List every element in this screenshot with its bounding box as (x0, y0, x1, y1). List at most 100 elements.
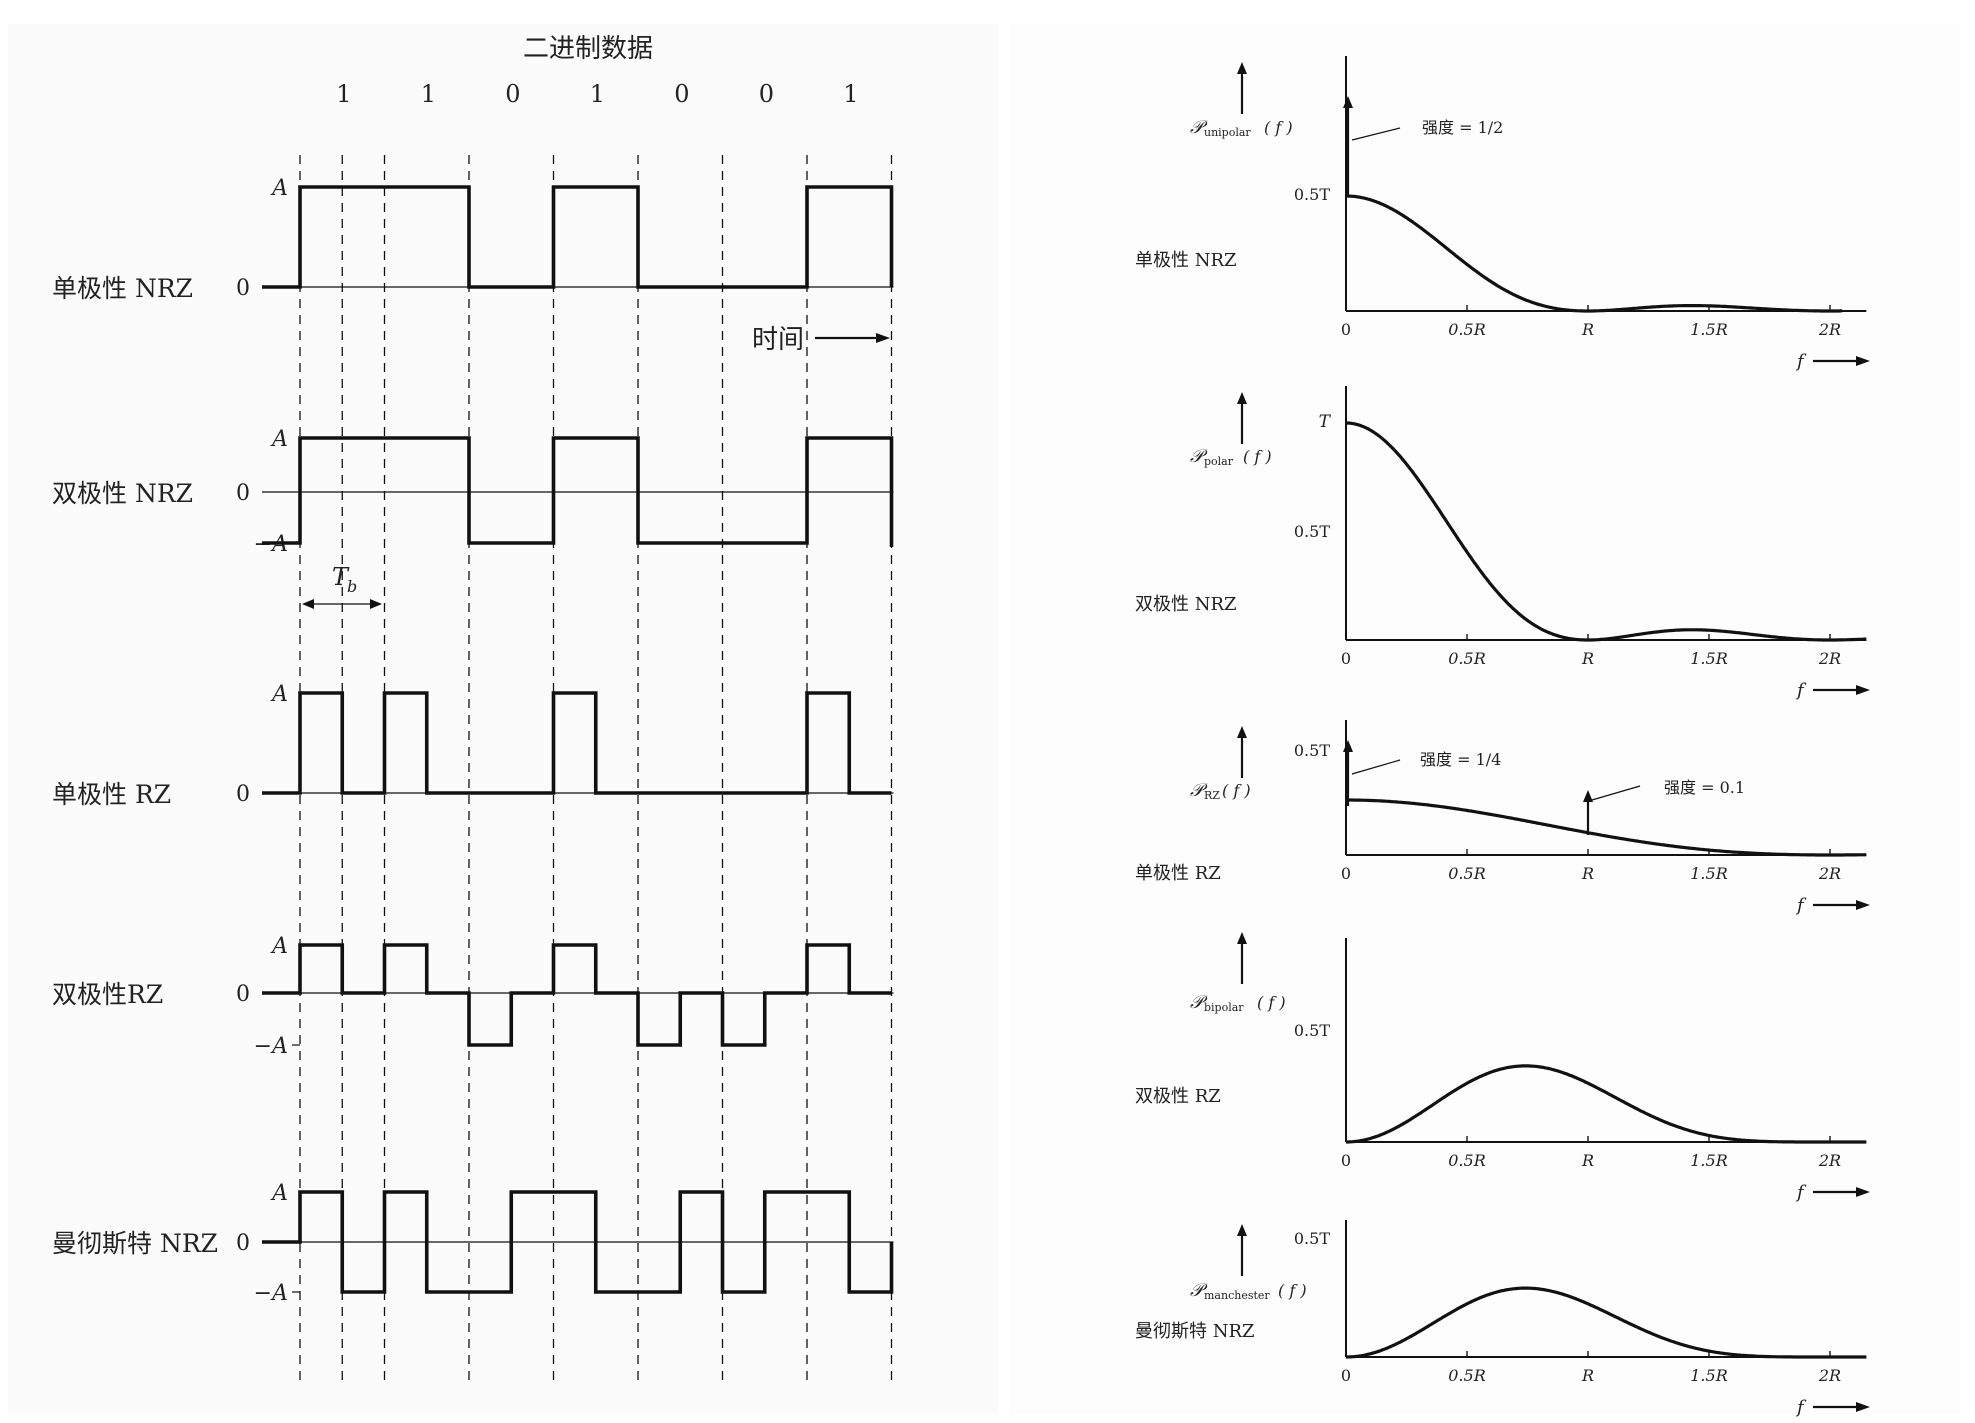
level-label-A: A (270, 427, 288, 452)
level-label-A: A (270, 934, 288, 959)
psd-up-arrow-head (1237, 1224, 1247, 1236)
f-label: f (1795, 351, 1807, 372)
waveform-unipolar-nrz (262, 185, 894, 289)
freq-tick-label: R (1581, 864, 1594, 883)
psd-ylabel-sub: unipolar (1204, 126, 1251, 139)
tb-arrow-right (370, 599, 382, 609)
level-label-zero: 0 (236, 481, 250, 506)
psd-panel-label: 单极性 NRZ (1135, 250, 1237, 271)
psd-ylabel-arg: ( f ) (1222, 781, 1251, 800)
waveform-label: 单极性 NRZ (52, 274, 193, 303)
waveform-polar-nrz (262, 436, 894, 547)
psd-ylabel-sub: RZ (1204, 789, 1220, 802)
impulse-leader-3a (1351, 759, 1401, 775)
psd-up-arrow-head (1237, 726, 1247, 738)
freq-tick-label: 2R (1818, 1366, 1841, 1385)
freq-tick-label: R (1581, 1151, 1594, 1170)
level-label-A: A (270, 682, 288, 707)
level-label-zero: 0 (236, 276, 250, 301)
f-arrow-head (1856, 900, 1870, 910)
freq-tick-label: 0.5R (1448, 649, 1486, 668)
bit-label: 1 (421, 80, 436, 108)
freq-tick-label: R (1581, 649, 1594, 668)
impulse-leader-1 (1351, 127, 1401, 141)
psd-panel-label: 双极性 NRZ (1135, 594, 1237, 615)
psd-ylabel-arg: ( f ) (1257, 993, 1286, 1012)
psd-ylabel-arg: ( f ) (1264, 118, 1293, 137)
freq-tick-label: 0.5R (1448, 1151, 1486, 1170)
psd-ylabel-sub: bipolar (1204, 1001, 1244, 1014)
level-label-A: A (270, 1181, 288, 1206)
freq-tick-label: 1.5R (1690, 864, 1728, 883)
freq-tick-label: 0 (1341, 864, 1351, 883)
level-label-A: A (270, 176, 288, 201)
psd-ylabel-sub: polar (1204, 455, 1234, 468)
tb-sub: b (347, 577, 357, 596)
f-arrow-head (1856, 685, 1870, 695)
psd-curve (1346, 798, 1867, 857)
psd-value-label: 0.5T (1294, 185, 1330, 204)
freq-tick-label: R (1581, 1366, 1594, 1385)
psd-value-label: 0.5T (1294, 741, 1330, 760)
freq-tick-label: R (1581, 320, 1594, 339)
psd-up-arrow-head (1237, 932, 1247, 944)
psd-curve (1346, 421, 1867, 642)
f-label: f (1795, 895, 1807, 916)
time-arrow-head (876, 333, 890, 343)
psd-ylabel-arg: ( f ) (1278, 1281, 1307, 1300)
waveform-label: 单极性 RZ (52, 780, 171, 809)
waveform-manchester (262, 1190, 894, 1294)
freq-tick-label: 0.5R (1448, 1366, 1486, 1385)
impulse-label: 强度 = 1/2 (1422, 118, 1503, 137)
tb-arrow-left (302, 599, 314, 609)
tb-label: T (332, 563, 350, 591)
impulse-dc-1-head (1343, 96, 1353, 108)
waveform-label: 双极性 NRZ (52, 479, 193, 508)
psd-panel-label: 曼彻斯特 NRZ (1135, 1321, 1255, 1342)
freq-tick-label: 2R (1818, 649, 1841, 668)
freq-tick-label: 1.5R (1690, 320, 1728, 339)
f-label: f (1795, 1182, 1807, 1203)
bit-label: 1 (336, 80, 351, 108)
bit-label: 1 (590, 80, 605, 108)
psd-up-arrow-head (1237, 62, 1247, 74)
impulse-R-3-head (1583, 790, 1593, 802)
waveform-label: 双极性RZ (52, 980, 163, 1009)
binary-data-title: 二进制数据 (523, 34, 653, 64)
psd-value-label: 0.5T (1294, 522, 1330, 541)
psd-ylabel-sub: manchester (1204, 1289, 1270, 1302)
psd-value-label: 0.5T (1294, 1021, 1330, 1040)
bit-label: 0 (505, 80, 520, 108)
impulse-leader-3b (1591, 785, 1641, 801)
level-label-zero: 0 (236, 982, 250, 1007)
f-label: f (1795, 680, 1807, 701)
freq-tick-label: 1.5R (1690, 649, 1728, 668)
f-arrow-head (1856, 356, 1870, 366)
impulse-label: 强度 = 0.1 (1664, 778, 1745, 797)
freq-tick-label: 0 (1341, 320, 1351, 339)
spectrum-panel (1010, 24, 1960, 1414)
freq-tick-label: 2R (1818, 320, 1841, 339)
level-label-negA: −A (254, 1034, 288, 1059)
psd-curve (1346, 1064, 1867, 1144)
freq-tick-label: 0 (1341, 1366, 1351, 1385)
f-label: f (1795, 1397, 1807, 1418)
f-arrow-head (1856, 1402, 1870, 1412)
freq-tick-label: 0 (1341, 1151, 1351, 1170)
f-arrow-head (1856, 1187, 1870, 1197)
psd-value-label: 0.5T (1294, 1229, 1330, 1248)
level-label-negA: −A (254, 1281, 288, 1306)
psd-curve (1346, 1286, 1867, 1359)
freq-tick-label: 1.5R (1690, 1151, 1728, 1170)
freq-tick-label: 2R (1818, 1151, 1841, 1170)
psd-curve (1346, 194, 1843, 313)
freq-tick-label: 1.5R (1690, 1366, 1728, 1385)
waveform-unipolar-rz (262, 691, 892, 795)
bit-label: 0 (674, 80, 689, 108)
impulse-label: 强度 = 1/4 (1420, 750, 1501, 769)
psd-panel-label: 单极性 RZ (1135, 863, 1221, 884)
psd-value-label: T (1319, 412, 1332, 432)
waveform-bipolar-rz (262, 943, 892, 1047)
impulse-dc-3-head (1343, 740, 1353, 752)
